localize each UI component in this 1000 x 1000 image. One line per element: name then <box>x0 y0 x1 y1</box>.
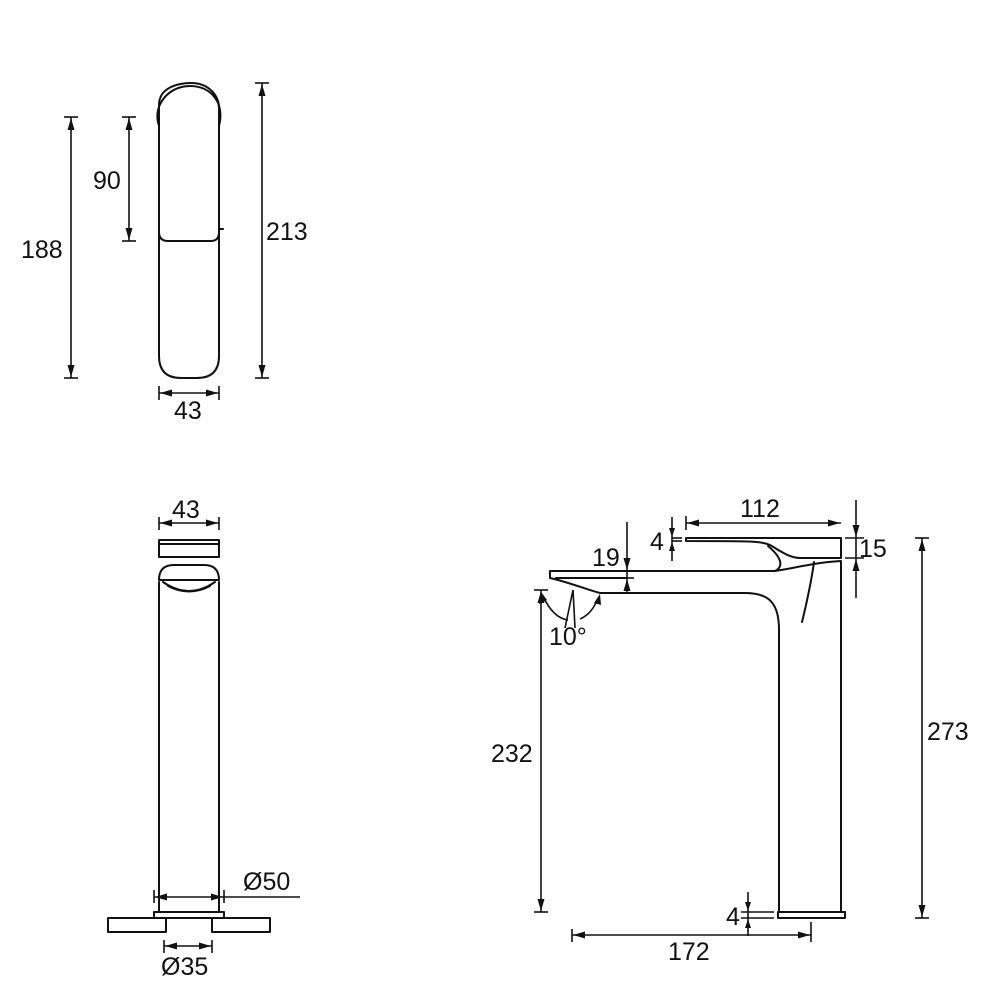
dimension-label-43-front: 43 <box>172 496 200 524</box>
dimension-label-angle: 10° <box>549 623 587 651</box>
dimension-label-15: 15 <box>859 535 887 563</box>
dimension-label-4-base: 4 <box>726 903 740 931</box>
dimension-label-90: 90 <box>93 167 121 195</box>
side-view-lever-link <box>767 545 782 572</box>
dimension-label-112: 112 <box>740 495 780 523</box>
front-view-aerator-inner <box>167 585 211 593</box>
side-view-lever <box>685 537 842 559</box>
top-view-handle-outline <box>158 117 220 242</box>
dimension-label-273: 273 <box>927 718 969 746</box>
dimension-15: 15 <box>845 500 887 598</box>
side-view-body <box>549 560 842 913</box>
dimension-4-lever: 4 <box>650 517 682 561</box>
front-view-base-plate <box>153 911 225 919</box>
top-view-handle-cap <box>156 85 222 127</box>
dimension-label-232: 232 <box>491 740 533 768</box>
dimension-19: 19 <box>592 522 634 592</box>
dimension-172: 172 <box>571 922 812 966</box>
dimension-diameter-50: Ø50 <box>153 868 300 903</box>
top-view-body-outline <box>158 82 220 379</box>
dimension-43-top: 43 <box>158 386 220 425</box>
dimension-label-19: 19 <box>592 544 620 572</box>
dimension-label-213: 213 <box>266 218 308 246</box>
dimension-232: 232 <box>491 589 548 913</box>
front-view-counter-right <box>211 917 271 933</box>
dimension-90: 90 <box>93 116 136 242</box>
side-view: 112 4 15 19 <box>491 495 969 966</box>
dimension-label-diameter-35: Ø35 <box>161 953 208 981</box>
dimension-43-front: 43 <box>158 496 220 530</box>
front-view-counter-left <box>107 917 167 933</box>
dimension-4-base: 4 <box>726 892 774 936</box>
front-view: 43 Ø50 Ø35 <box>107 496 300 981</box>
dimension-188: 188 <box>21 116 78 379</box>
front-view-spout-head <box>158 564 220 581</box>
dimension-angle-10: 10° <box>539 589 601 651</box>
side-view-spout-curve <box>801 561 815 623</box>
dimension-label-diameter-50: Ø50 <box>243 868 290 896</box>
dimension-diameter-35: Ø35 <box>161 940 213 981</box>
dimension-label-172: 172 <box>668 938 710 966</box>
dimension-label-4-lever: 4 <box>650 528 664 556</box>
dimension-label-43-top: 43 <box>174 397 202 425</box>
dimension-213: 213 <box>255 82 308 379</box>
front-view-lever <box>158 539 220 558</box>
top-view: 188 90 213 43 <box>21 82 308 425</box>
dimension-label-188: 188 <box>21 236 63 264</box>
dimension-273: 273 <box>915 537 969 919</box>
side-view-base-plate <box>777 911 846 919</box>
dimension-112: 112 <box>685 495 841 530</box>
